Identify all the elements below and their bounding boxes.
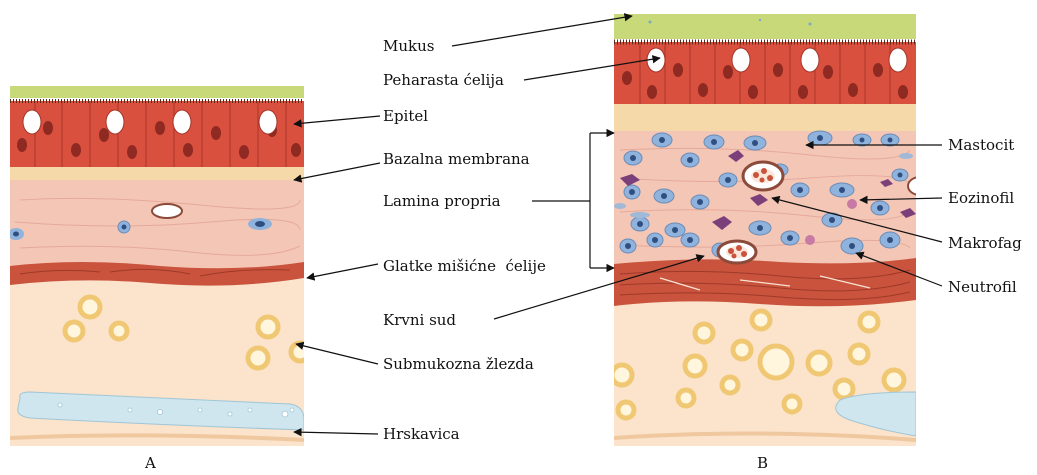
label-makrofag: Makrofag — [948, 234, 1022, 252]
label-submukozna-zlezda: Submukozna žlezda — [383, 355, 534, 373]
label-mukus: Mukus — [383, 37, 434, 55]
label-lamina-propria: Lamina propria — [383, 192, 501, 210]
basal-membrane-layer-b — [614, 103, 916, 131]
panel-label-b: B — [757, 454, 768, 472]
label-eozinofil: Eozinofil — [948, 189, 1014, 207]
panel-b-tissue — [612, 14, 932, 450]
panel-a-tissue — [8, 86, 309, 450]
label-mastocit: Mastocit — [948, 136, 1014, 154]
label-neutrofil: Neutrofil — [948, 278, 1017, 296]
label-bazalna-membrana: Bazalna membrana — [383, 150, 530, 168]
mucus-layer — [10, 86, 304, 98]
label-epitel: Epitel — [383, 107, 428, 125]
basal-membrane-layer — [10, 166, 304, 180]
label-krvni-sud: Krvni sud — [383, 311, 456, 329]
smooth-muscle-layer-b — [614, 258, 916, 306]
mucus-layer-b — [614, 14, 916, 39]
label-hrskavica: Hrskavica — [383, 425, 460, 443]
epithelium-layer — [10, 101, 304, 167]
label-glatke-misicne-celije: Glatke mišićne ćelije — [383, 257, 546, 275]
blood-vessel-a — [152, 204, 182, 218]
label-peharasta-celija: Peharasta ćelija — [383, 71, 504, 89]
panel-label-a: A — [144, 454, 156, 472]
